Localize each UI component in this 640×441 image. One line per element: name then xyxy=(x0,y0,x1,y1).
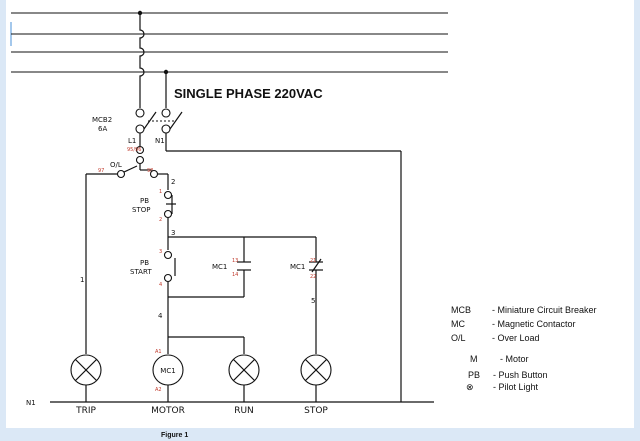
neutral-bus-label: N1 xyxy=(26,399,36,407)
stop-lamp-icon xyxy=(300,354,332,386)
coil-name: MC1 xyxy=(160,367,175,375)
legend-desc-pb: - Push Button xyxy=(493,370,548,380)
ol-term-98: 98 xyxy=(147,168,153,174)
load-label-stop: STOP xyxy=(304,406,328,416)
mc1-no-term-13: 13 xyxy=(232,258,238,264)
legend-desc-ol: - Over Load xyxy=(492,333,540,343)
figure-caption: Figure 1 xyxy=(161,432,188,439)
start-pb-terminal xyxy=(163,273,173,283)
wire-label-3: 3 xyxy=(171,229,175,237)
stop-pb-label-1: PB xyxy=(140,197,149,205)
supply-title: SINGLE PHASE 220VAC xyxy=(174,86,323,101)
legend-abbr-ol: O/L xyxy=(451,333,466,343)
mcb-name: MCB2 xyxy=(92,116,112,124)
wire-label-2: 2 xyxy=(171,178,175,186)
legend: MCB - Miniature Circuit Breaker MC - Mag… xyxy=(451,305,597,392)
start-pb-label-1: PB xyxy=(140,259,149,267)
wire-label-5: 5 xyxy=(311,297,315,305)
ol-term-97: 97 xyxy=(98,168,104,174)
mc1-no-term-14: 14 xyxy=(232,272,238,278)
wire-label-1: 1 xyxy=(80,276,84,284)
legend-desc-mcb: - Miniature Circuit Breaker xyxy=(492,305,597,315)
mcb-terminal xyxy=(135,124,145,134)
trip-lamp-icon xyxy=(70,354,102,386)
start-pb-term-3: 3 xyxy=(159,249,162,255)
legend-abbr-pb: PB xyxy=(468,370,480,380)
legend-desc-mc: - Magnetic Contactor xyxy=(492,319,576,329)
mc1-nc-slash xyxy=(311,258,322,273)
stop-pb-term-2: 2 xyxy=(159,217,162,223)
legend-abbr-mc: MC xyxy=(451,319,465,329)
mcb-terminal xyxy=(135,108,145,118)
legend-abbr-mcb: MCB xyxy=(451,305,471,315)
line-conductor-l1 xyxy=(139,13,145,108)
label-n1-top: N1 xyxy=(155,137,165,145)
stop-pb-terminal xyxy=(163,209,173,219)
coil-term-a2: A2 xyxy=(155,387,162,393)
load-label-motor: MOTOR xyxy=(151,406,185,416)
stop-pb-terminal xyxy=(163,190,173,200)
stop-pb-term-1: 1 xyxy=(159,189,162,195)
stop-pb-label-2: STOP xyxy=(132,206,150,214)
mc1-nc-term-22: 22 xyxy=(310,274,316,280)
ol-aux-terminal-label: 95/96 xyxy=(127,147,141,153)
start-pb-term-4: 4 xyxy=(159,282,162,288)
ol-terminal-97 xyxy=(116,169,126,179)
legend-abbr-motor: M xyxy=(470,354,478,364)
mcb-terminal xyxy=(161,108,171,118)
wire-label-4: 4 xyxy=(158,312,163,320)
ol-aux-terminal xyxy=(135,155,145,165)
ol-terminal-98 xyxy=(149,169,159,179)
mcb-terminal xyxy=(161,124,171,134)
legend-desc-motor: - Motor xyxy=(500,354,529,364)
load-label-run: RUN xyxy=(234,406,254,416)
load-label-trip: TRIP xyxy=(75,406,96,416)
coil-term-a1: A1 xyxy=(155,349,162,355)
mc1-nc-name: MC1 xyxy=(290,263,305,271)
start-pb-terminal xyxy=(163,250,173,260)
ol-contact-blade xyxy=(123,165,138,173)
run-lamp-icon xyxy=(228,354,260,386)
label-l1: L1 xyxy=(128,137,136,145)
legend-pilot-light-icon: ⊗ xyxy=(466,382,474,392)
mc1-nc-term-21: 21 xyxy=(310,258,316,264)
legend-desc-pilot-light: - Pilot Light xyxy=(493,382,539,392)
ol-aux-terminal xyxy=(135,145,145,155)
mcb-rating: 6A xyxy=(98,125,107,133)
start-pb-label-2: START xyxy=(130,268,152,276)
mcb-switch-blade xyxy=(169,111,183,130)
mc1-no-name: MC1 xyxy=(212,263,227,271)
overload-name: O/L xyxy=(110,161,122,169)
